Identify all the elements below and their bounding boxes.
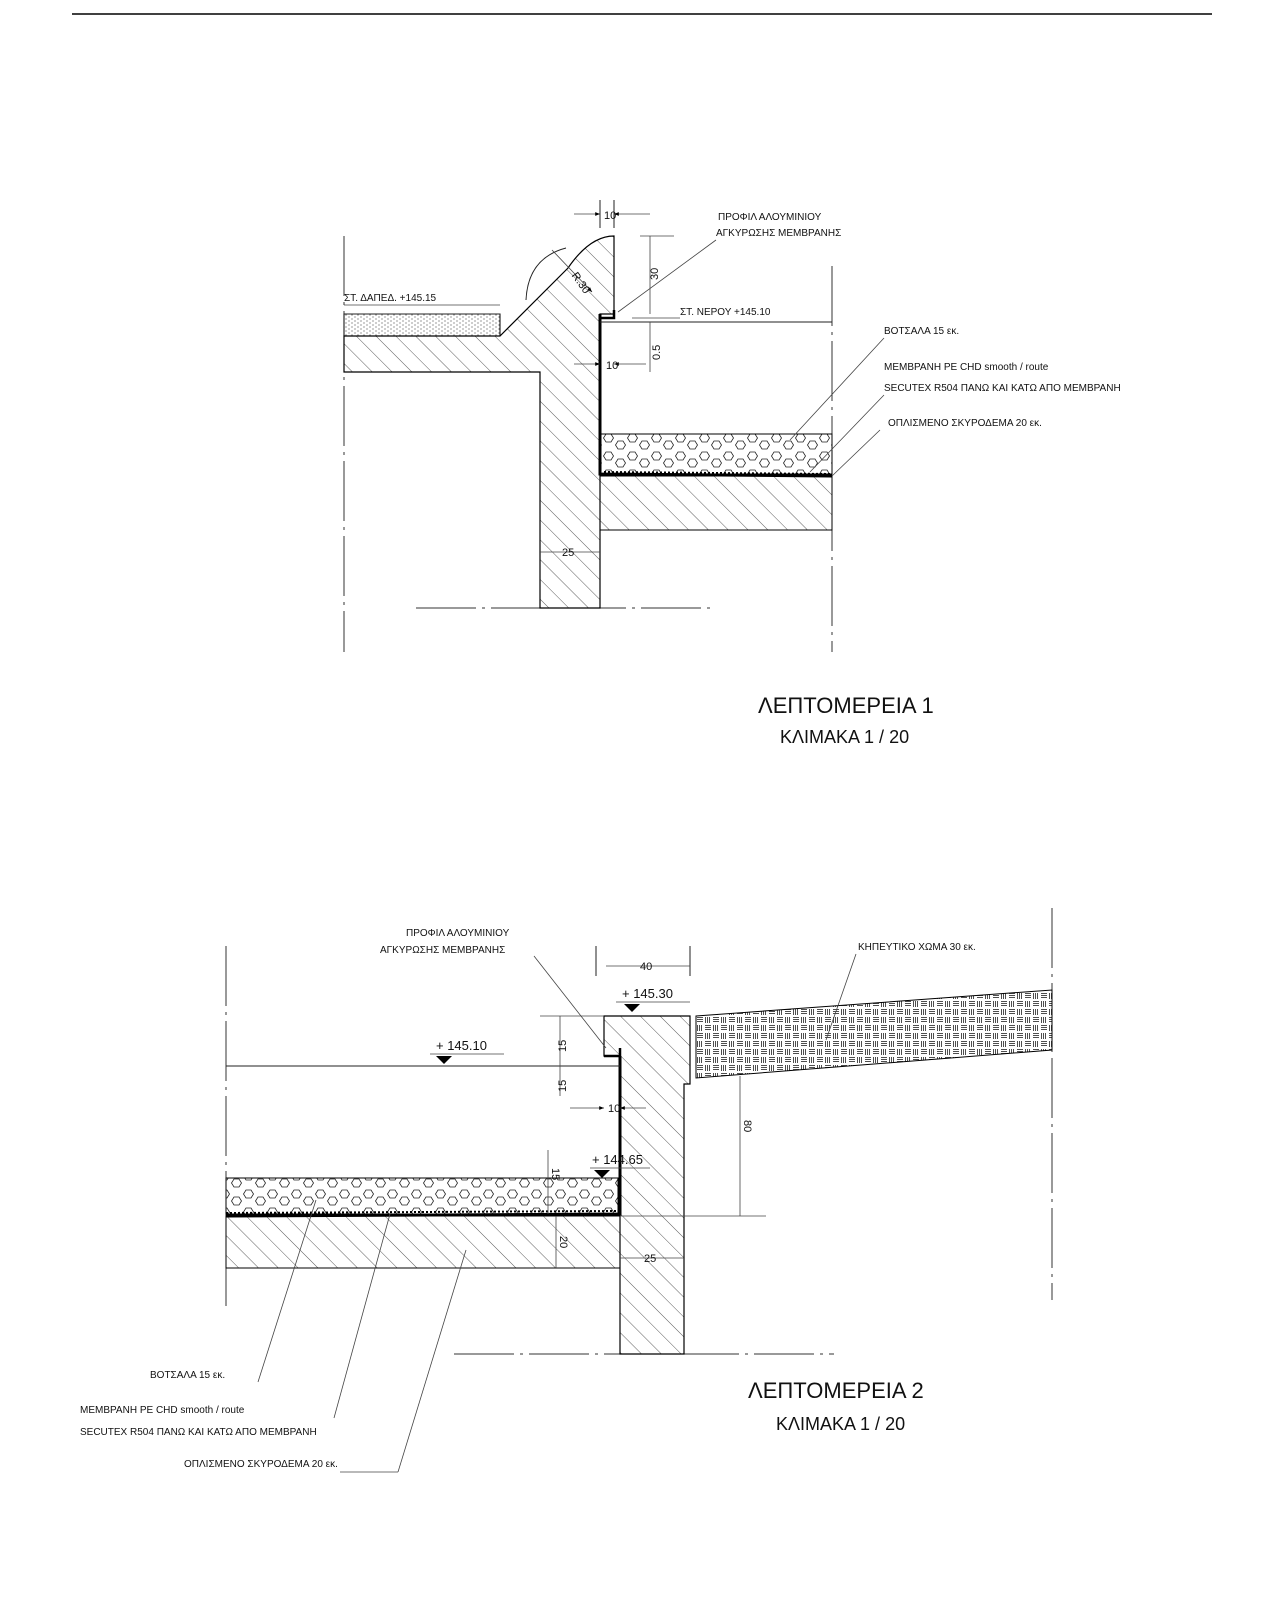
detail-1: R.30 10 30 0.5 10 25 ΣΤ. ΔΑΠΕΔ. + <box>343 200 1121 747</box>
detail-1-title: ΛΕΠΤΟΜΕΡΕΙΑ 1 <box>758 693 934 718</box>
profile-label-line2: ΑΓΚΥΡΩΣΗΣ ΜΕΜΒΡΑΝΗΣ <box>716 228 841 239</box>
floor-screed <box>343 313 501 337</box>
dim-top-width: 10 <box>604 210 616 222</box>
dim-inner-10-2: 10 <box>608 1103 620 1115</box>
aluminium-profile <box>600 310 616 320</box>
detail-2: + 145.30 + 145.10 + 144.65 40 15 15 10 1… <box>80 908 1053 1473</box>
membrane-label: ΜΕΜΒΡΑΝΗ PE CHD smooth / route <box>884 362 1049 373</box>
soil-label: ΚΗΠΕΥΤΙΚΟ ΧΩΜΑ 30 εκ. <box>858 942 976 953</box>
dim-h15-lower: 15 <box>549 1168 561 1180</box>
pebbles-label: ΒΟΤΣΑΛΑ 15 εκ. <box>884 326 959 337</box>
pebbles-label-2: ΒΟΤΣΑΛΑ 15 εκ. <box>150 1370 225 1381</box>
secutex-label-2: SECUTEX R504 ΠΑΝΩ ΚΑΙ ΚΑΤΩ ΑΠΟ ΜΕΜΒΡΑΝΗ <box>80 1427 317 1438</box>
detail-2-scale: ΚΛΙΜΑΚΑ 1 / 20 <box>776 1414 905 1434</box>
concrete-label: ΟΠΛΙΣΜΕΝΟ ΣΚΥΡΟΔΕΜΑ 20 εκ. <box>888 418 1042 429</box>
radius-line <box>551 249 593 293</box>
level-bottom: + 144.65 <box>592 1152 643 1167</box>
pebbles-layer-2 <box>225 1177 619 1215</box>
dim-wall-25-2: 25 <box>644 1253 656 1265</box>
detail-1-scale: ΚΛΙΜΑΚΑ 1 / 20 <box>780 727 909 747</box>
water-level-label: ΣΤ. ΝΕΡΟΥ +145.10 <box>680 307 771 318</box>
floor-level-label: ΣΤ. ΔΑΠΕΔ. +145.15 <box>344 293 437 304</box>
membrane-line <box>598 314 833 478</box>
garden-soil-layer <box>695 989 1053 1079</box>
detail-2-title: ΛΕΠΤΟΜΕΡΕΙΑ 2 <box>748 1378 924 1403</box>
level-water: + 145.10 <box>436 1038 487 1053</box>
dim-slab-20: 20 <box>557 1236 569 1248</box>
dim-h15-side: 15 <box>557 1080 569 1092</box>
profile-label-2-line2: ΑΓΚΥΡΩΣΗΣ ΜΕΜΒΡΑΝΗΣ <box>380 945 505 956</box>
profile-label-2-line1: ΠΡΟΦΙΛ ΑΛΟΥΜΙΝΙΟΥ <box>406 928 510 939</box>
profile-leader-2 <box>533 955 607 1049</box>
dim-h15-upper: 15 <box>557 1040 569 1052</box>
concrete-wall-slab <box>343 235 615 609</box>
membrane-label-2: ΜΕΜΒΡΑΝΗ PE CHD smooth / route <box>80 1405 245 1416</box>
pebbles-layer <box>599 433 833 475</box>
dim-height-30: 30 <box>649 268 661 280</box>
profile-label-line1: ΠΡΟΦΙΛ ΑΛΟΥΜΙΝΙΟΥ <box>718 212 822 223</box>
profile-leader <box>617 239 717 313</box>
dim-height-80: 80 <box>741 1120 753 1132</box>
pool-bottom-slab <box>599 475 833 531</box>
secutex-label: SECUTEX R504 ΠΑΝΩ ΚΑΙ ΚΑΤΩ ΑΠΟ ΜΕΜΒΡΑΝΗ <box>884 383 1121 394</box>
dim-wall-25: 25 <box>562 547 574 559</box>
pool-bottom-slab-2 <box>225 1215 621 1269</box>
dim-top-width-2: 40 <box>640 961 652 973</box>
aluminium-profile-2 <box>604 1048 622 1058</box>
coping-arc <box>525 247 567 301</box>
dim-height-05: 0.5 <box>651 345 663 360</box>
level-top: + 145.30 <box>622 986 673 1001</box>
concrete-label-2: ΟΠΛΙΣΜΕΝΟ ΣΚΥΡΟΔΕΜΑ 20 εκ. <box>184 1459 338 1470</box>
dim-inner-10: 10 <box>606 360 618 372</box>
